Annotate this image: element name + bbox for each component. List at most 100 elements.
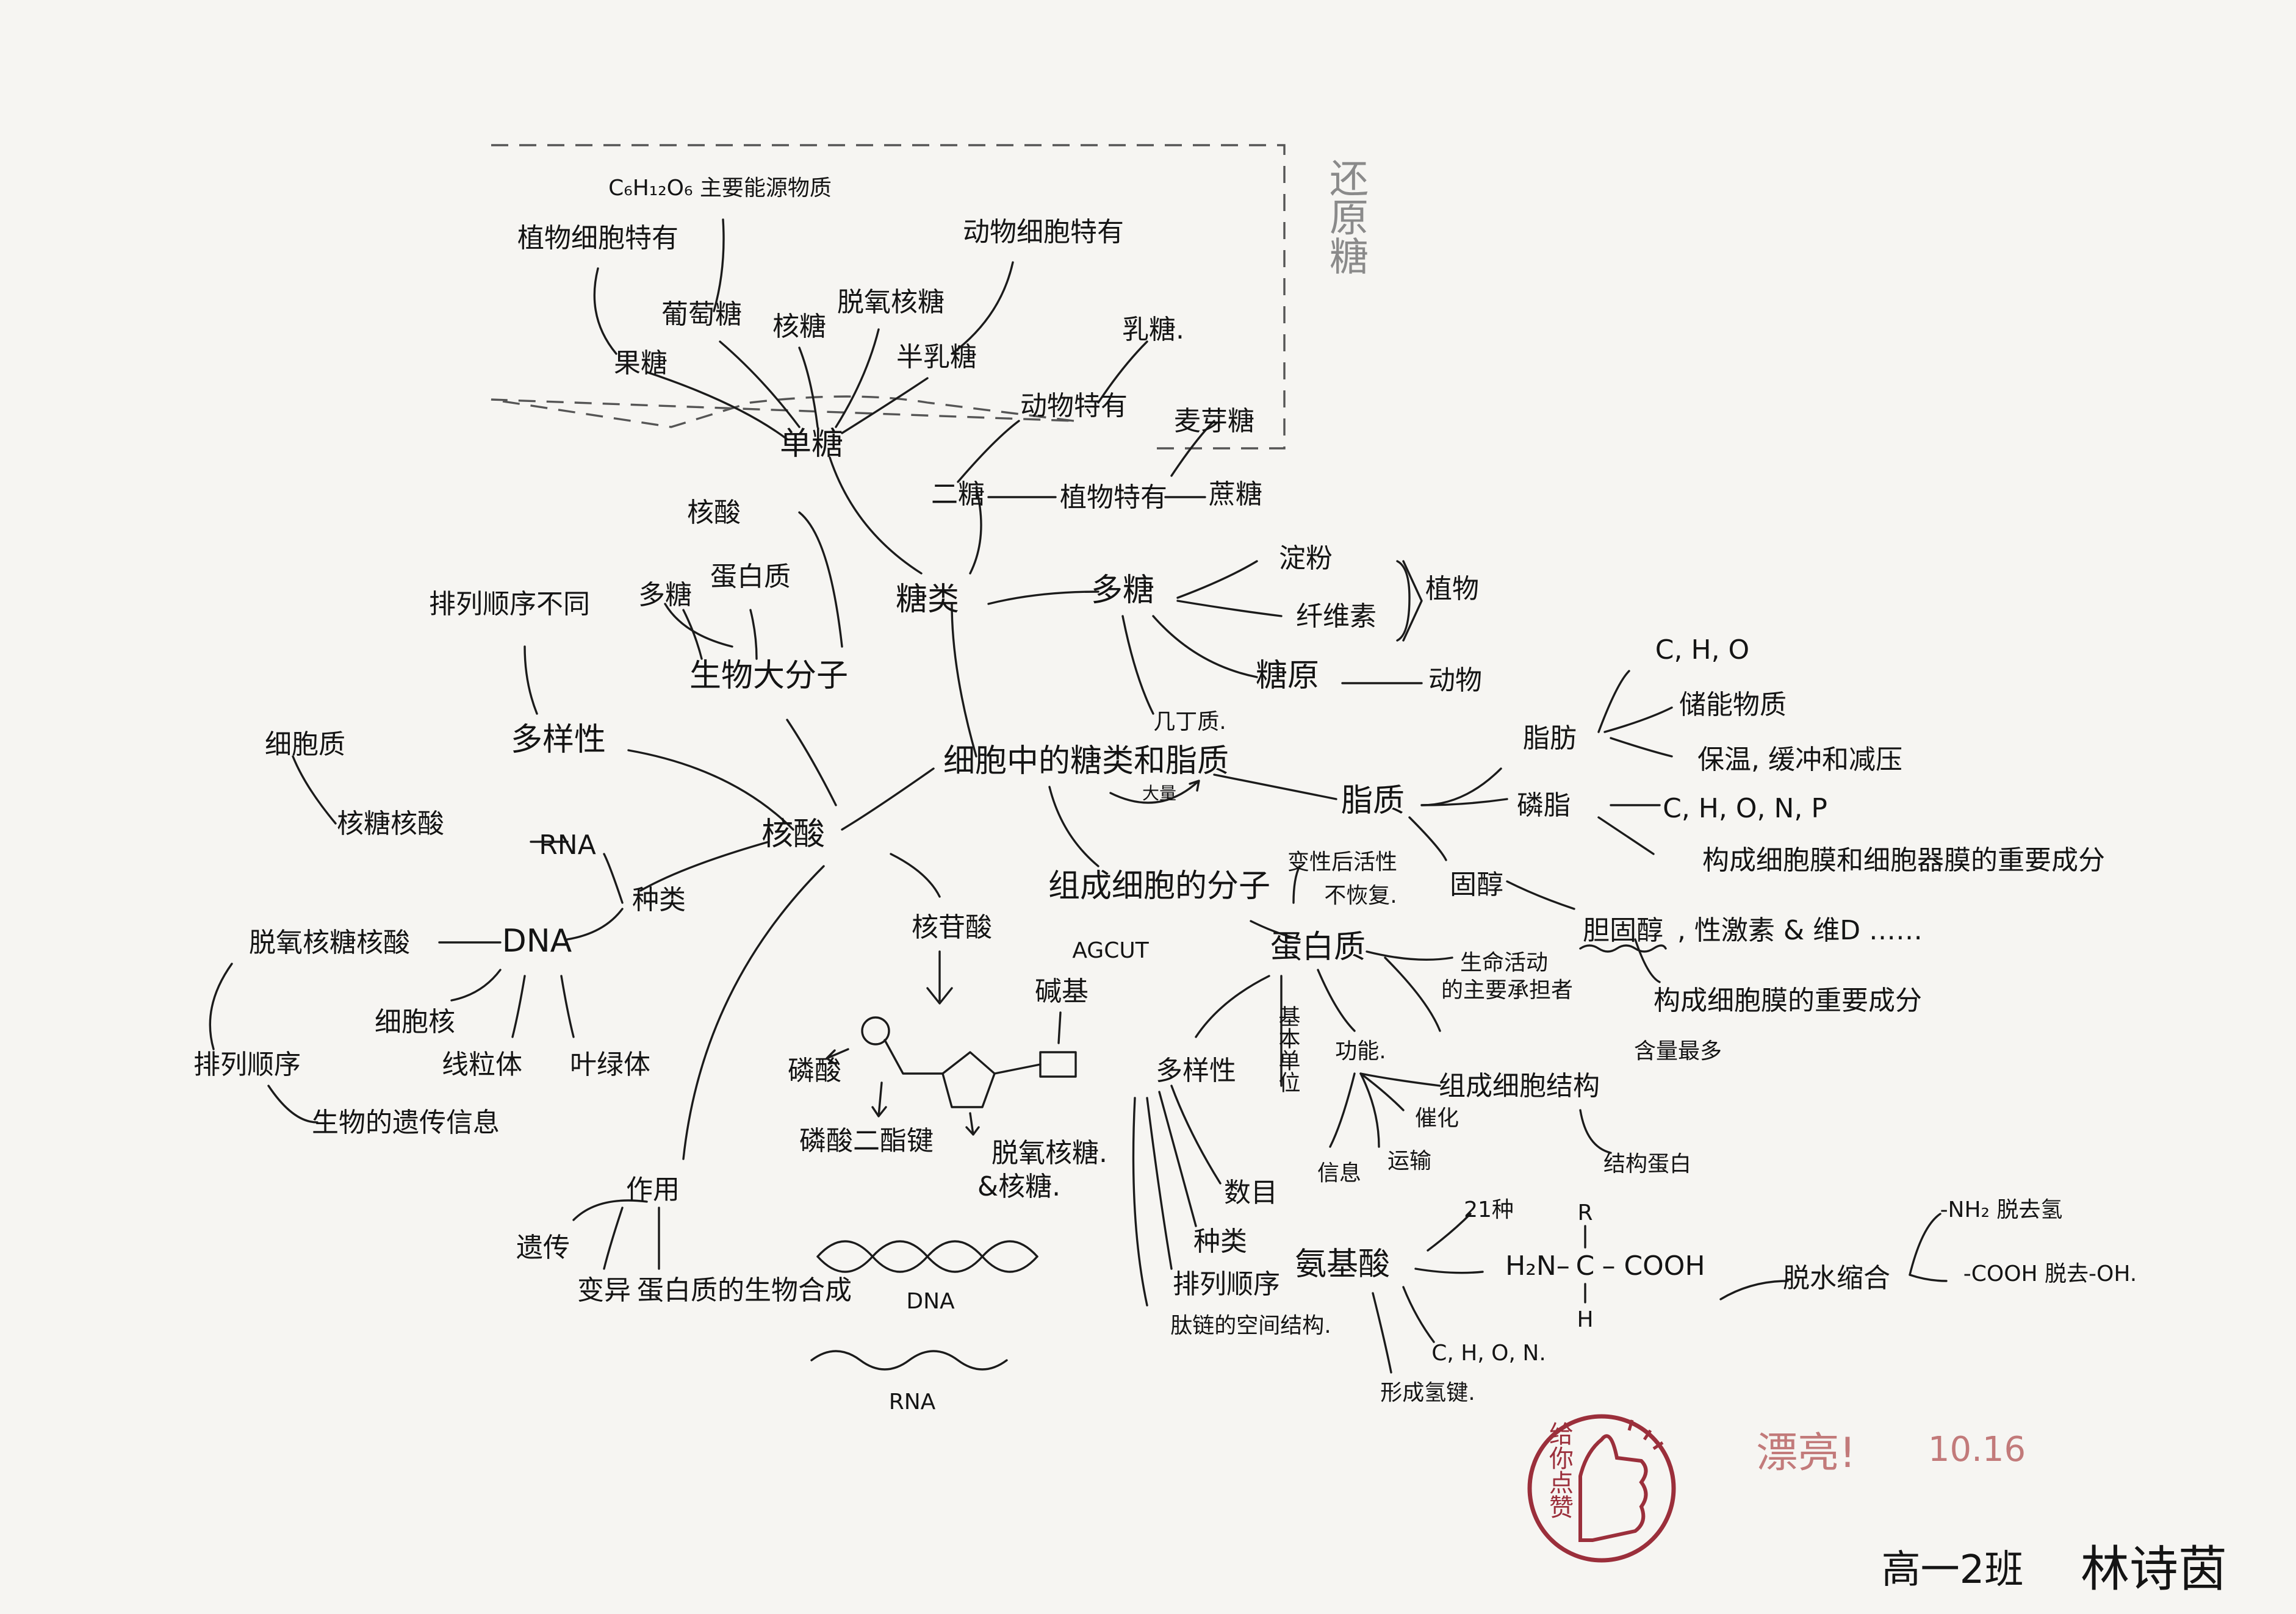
kinds-node: 种类 — [632, 884, 686, 916]
plant-label: 植物 — [1425, 573, 1479, 604]
cooh-loses-oh: -COOH 脱去-OH. — [1963, 1261, 2137, 1286]
animal-label: 动物 — [1428, 665, 1482, 696]
nucleus: 细胞核 — [375, 1006, 455, 1038]
starch: 淀粉 — [1279, 543, 1333, 574]
membrane-component: 构成细胞膜和细胞器膜的重要成分 — [1702, 845, 2105, 876]
formula-carbon: C — [1576, 1250, 1595, 1282]
cholesterol-underline — [1579, 944, 1667, 953]
glucose-formula: C₆H₁₂O₆ 主要能源物质 — [608, 176, 832, 201]
number: 数目 — [1224, 1177, 1278, 1208]
fat: 脂肪 — [1523, 723, 1577, 754]
student-name: 林诗茵 — [2081, 1541, 2227, 1598]
cytoplasm: 细胞质 — [265, 729, 345, 760]
chloroplast: 叶绿体 — [570, 1049, 650, 1080]
cholesterol: 胆固醇 — [1583, 915, 1663, 946]
glycogen: 糖原 — [1256, 658, 1319, 694]
variation: 变异 — [577, 1275, 631, 1306]
protein-node: 蛋白质 — [1270, 929, 1366, 966]
ribonucleic-acid: 核糖核酸 — [337, 808, 444, 839]
order-differs: 排列顺序不同 — [429, 589, 590, 620]
rna-node: RNA — [539, 830, 596, 861]
central-note: 大量 — [1142, 783, 1176, 803]
sucrose: 蔗糖 — [1209, 479, 1262, 510]
hydrogen-bond: 形成氢键. — [1380, 1380, 1475, 1405]
functions-node: 功能. — [1335, 1039, 1386, 1064]
chitin: 几丁质. — [1153, 709, 1226, 734]
insulation: 保温, 缓冲和减压 — [1697, 744, 1902, 775]
fat-elements: C, H, O — [1655, 634, 1749, 665]
nh2-loses-h: -NH₂ 脱去氢 — [1940, 1197, 2063, 1222]
phosphate: 磷酸 — [788, 1055, 841, 1086]
nucleic-acid-node: 核酸 — [761, 816, 825, 853]
peptide-structure: 肽链的空间结构. — [1170, 1313, 1331, 1338]
order: 排列顺序 — [1173, 1269, 1280, 1300]
macromolecules: 生物大分子 — [689, 658, 848, 694]
denature-2: 不恢复. — [1324, 883, 1397, 908]
denature-1: 变性后活性 — [1287, 850, 1397, 875]
dehydration-condensation: 脱水缩合 — [1783, 1263, 1890, 1294]
animal-only-di: 动物特有 — [1020, 390, 1128, 421]
formula-r: R — [1577, 1200, 1592, 1225]
plant-specific-label: 植物细胞特有 — [517, 223, 678, 254]
function-node: 作用 — [626, 1174, 680, 1205]
elements-chon: C, H, O, N. — [1431, 1341, 1546, 1366]
types-21: 21种 — [1464, 1197, 1514, 1222]
amino-acid-node: 氨基酸 — [1295, 1246, 1390, 1283]
deoxyribose-label: 脱氧核糖. — [991, 1138, 1107, 1169]
central-note-arrow — [1109, 780, 1200, 804]
rna-strand — [810, 1350, 1008, 1371]
ribose-label: &核糖. — [977, 1171, 1060, 1202]
formula-right: – COOH — [1602, 1250, 1705, 1282]
macro-protein: 蛋白质 — [710, 561, 791, 592]
monosaccharide: 单糖 — [780, 426, 843, 462]
genetic-information: 生物的遗传信息 — [312, 1107, 500, 1138]
macro-poly: 多糖 — [638, 579, 692, 611]
reducing-sugar-label-1: 还原糖 — [1323, 158, 1368, 275]
life-main-2: 的主要承担者 — [1441, 978, 1573, 1003]
connector-lines — [209, 218, 1948, 1374]
heredity: 遗传 — [516, 1232, 570, 1263]
rna-label: RNA — [889, 1390, 936, 1415]
formula-h: H — [1577, 1307, 1593, 1332]
most-abundant: 含量最多 — [1634, 1039, 1722, 1064]
macro-nucleic: 核酸 — [687, 497, 741, 528]
information: 信息 — [1317, 1161, 1361, 1186]
maltose: 麦芽糖 — [1174, 406, 1254, 437]
sugars-node: 糖类 — [896, 581, 959, 618]
protein-diversity: 多样性 — [1156, 1055, 1236, 1086]
sterol-others: , 性激素 & 维D …… — [1677, 915, 1923, 946]
kind: 种类 — [1193, 1226, 1247, 1257]
ribose: 核糖 — [772, 311, 826, 342]
dna-node: DNA — [502, 923, 572, 959]
basic-unit: 基本单位 — [1275, 1005, 1300, 1093]
base: 碱基 — [1035, 976, 1089, 1007]
plant-only-di: 植物特有 — [1060, 482, 1167, 513]
galactose: 半乳糖 — [896, 342, 977, 373]
deoxyribose: 脱氧核糖 — [837, 287, 945, 318]
structural-protein: 结构蛋白 — [1603, 1152, 1691, 1177]
protein-synthesis: 蛋白质的生物合成 — [637, 1275, 852, 1306]
stamp: 给你点赞 — [1527, 1414, 1676, 1563]
nucleotide: 核苷酸 — [912, 912, 992, 943]
phosphodiester-bond: 磷酸二酯键 — [799, 1125, 934, 1157]
phospholipid-elements: C, H, O, N, P — [1663, 793, 1827, 824]
cell-structure: 组成细胞结构 — [1439, 1071, 1600, 1102]
teacher-comment: 漂亮! — [1756, 1429, 1855, 1477]
sterol: 固醇 — [1450, 869, 1503, 900]
catalysis: 催化 — [1415, 1106, 1459, 1131]
sequence-order: 排列顺序 — [193, 1049, 301, 1080]
base-letters: AGCUT — [1072, 938, 1149, 963]
class-name: 高一2班 — [1882, 1548, 2024, 1593]
dna-helix — [816, 1240, 1038, 1273]
fructose: 果糖 — [614, 348, 668, 379]
stamp-text: 给你点赞 — [1545, 1421, 1574, 1519]
glucose: 葡萄糖 — [661, 299, 742, 330]
cholesterol-role: 构成细胞膜的重要成分 — [1654, 985, 1922, 1016]
mitochondria: 线粒体 — [442, 1049, 522, 1080]
comment-date: 10.16 — [1928, 1430, 2026, 1469]
animal-specific-label: 动物细胞特有 — [963, 217, 1124, 248]
nucleotide-diagram — [826, 1011, 1077, 1136]
cellulose: 纤维素 — [1296, 601, 1377, 632]
dna-label: DNA — [906, 1289, 955, 1314]
